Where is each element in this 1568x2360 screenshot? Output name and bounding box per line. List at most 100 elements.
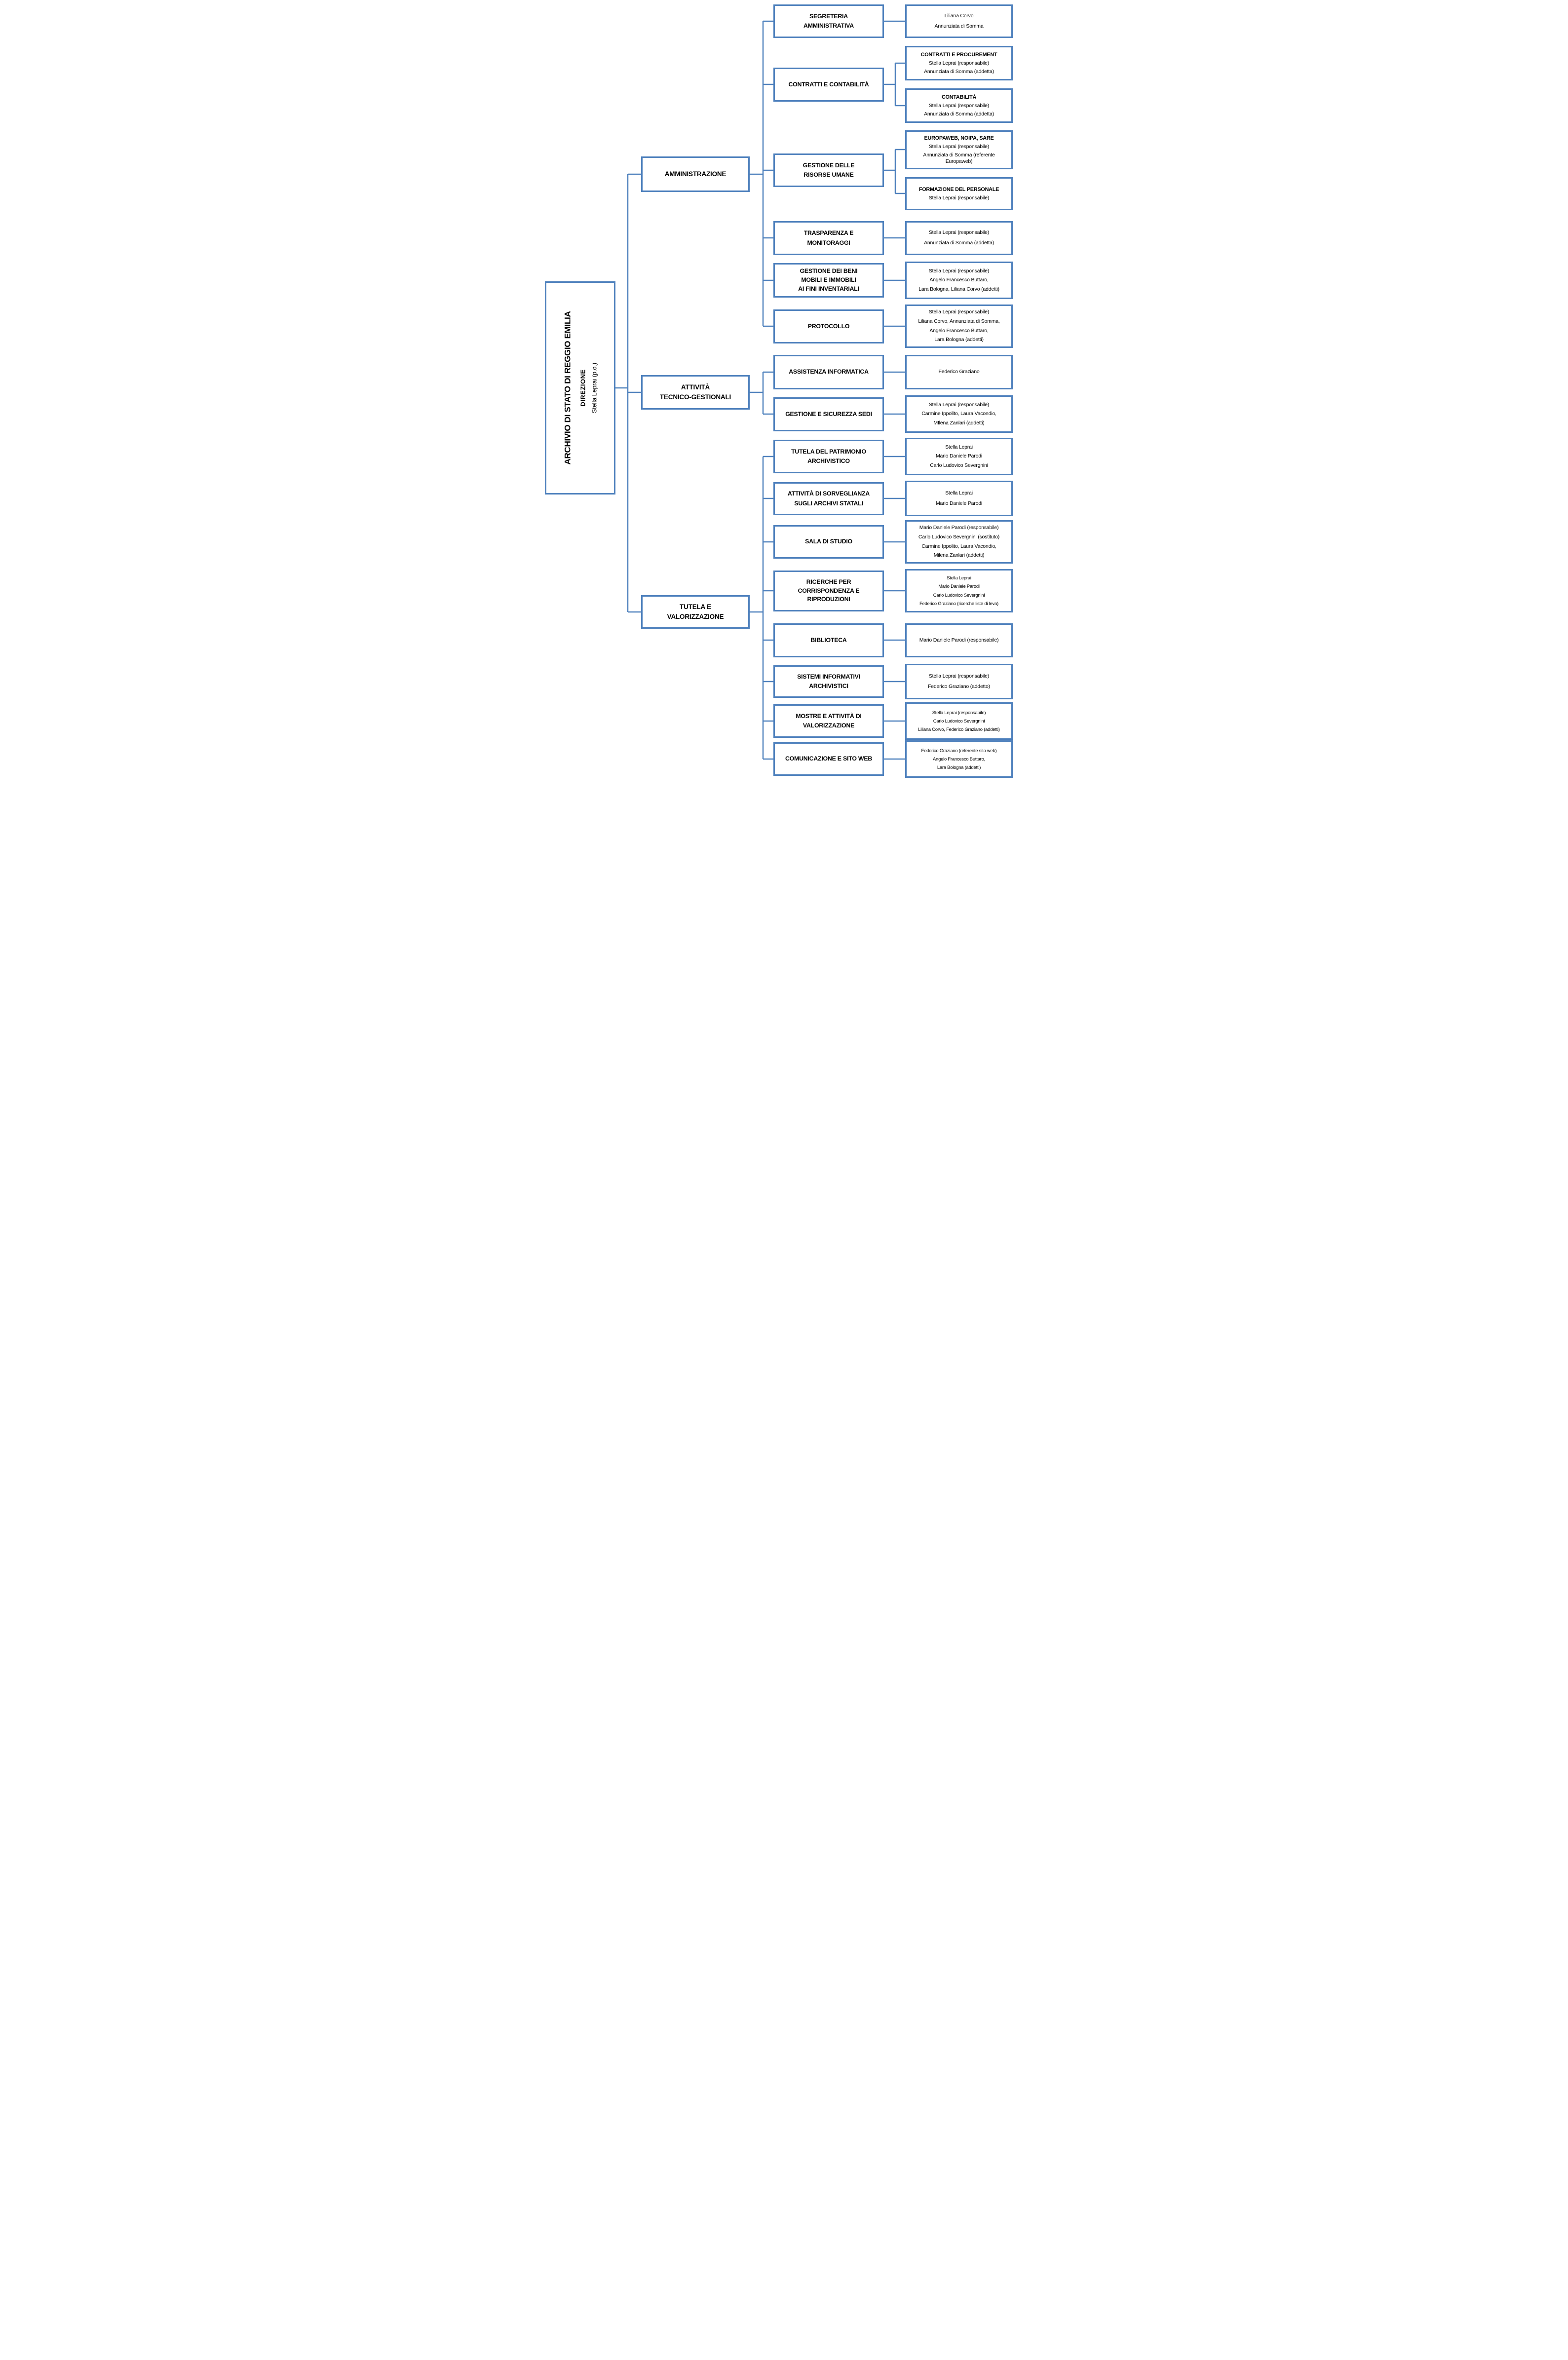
staff-name: Federico Graziano (938, 369, 980, 375)
unit-title: TUTELA DEL PATRIMONIO (791, 448, 866, 455)
staff-name: Mario Daniele Parodi (938, 583, 980, 589)
staff-box-biblioteca: Mario Daniele Parodi (responsabile) (905, 623, 1013, 657)
staff-name: Angelo Francesco Buttaro, (929, 277, 989, 283)
staff-name: Lara Bologna (addetti) (937, 764, 981, 770)
staff-name: Stella Leprai (responsabile) (928, 103, 990, 109)
staff-name: Carlo Ludovico Severgnini (930, 462, 988, 468)
unit-title: SEGRETERIA (809, 12, 848, 20)
unit-box-biblioteca: BIBLIOTECA (773, 623, 884, 657)
staff-name: Liliana Corvo (944, 12, 974, 19)
unit-title: SUGLI ARCHIVI STATALI (794, 499, 863, 507)
sub-unit-title: FORMAZIONE DEL PERSONALE (918, 186, 999, 192)
unit-box-gestione-sicurezza-sedi: GESTIONE E SICUREZZA SEDI (773, 397, 884, 431)
unit-title: SISTEMI INFORMATIVI (797, 673, 860, 680)
staff-name: Carmine Ippolito, Laura Vacondio, (921, 411, 996, 417)
area-title: ATTIVITÀ (681, 383, 710, 391)
staff-name: Stella Leprai (responsabile) (928, 60, 990, 67)
unit-title: MOBILI E IMMOBILI (801, 276, 856, 284)
area-box-attivita-tecnico-gestionali: ATTIVITÀ TECNICO-GESTIONALI (641, 375, 750, 410)
staff-name: Annunziata di Somma (addetta) (924, 240, 994, 246)
area-title: TECNICO-GESTIONALI (659, 393, 731, 401)
staff-name: Federico Graziano (ricerche liste di lev… (919, 600, 998, 606)
staff-name: Carlo Ludovico Severgnini (933, 592, 985, 598)
unit-title: AMMINISTRATIVA (803, 22, 854, 29)
sub-box-contratti-e-procurement: CONTRATTI E PROCUREMENT Stella Leprai (r… (905, 46, 1013, 80)
staff-box-tutela-patrimonio: Stella Leprai Mario Daniele Parodi Carlo… (905, 438, 1013, 475)
staff-box-sicurezza-sedi: Stella Leprai (responsabile) Carmine Ipp… (905, 395, 1013, 433)
unit-box-tutela-patrimonio-archivistico: TUTELA DEL PATRIMONIO ARCHIVISTICO (773, 440, 884, 473)
unit-title: AI FINI INVENTARIALI (798, 285, 859, 292)
unit-box-mostre-valorizzazione: MOSTRE E ATTIVITÀ DI VALORIZZAZIONE (773, 704, 884, 738)
direzione-rotated-content: ARCHIVIO DI STATO DI REGGIO EMILIA DIREZ… (546, 284, 614, 492)
unit-title: ASSISTENZA INFORMATICA (789, 368, 869, 376)
org-chart: ARCHIVIO DI STATO DI REGGIO EMILIA DIREZ… (523, 0, 1045, 787)
unit-box-protocollo: PROTOCOLLO (773, 309, 884, 343)
staff-box-assistenza-informatica: Federico Graziano (905, 355, 1013, 389)
staff-name: Stella Leprai (responsabile) (928, 229, 990, 236)
staff-name: Lara Bologna (addetti) (934, 337, 984, 343)
unit-title: VALORIZZAZIONE (803, 722, 855, 729)
unit-title: GESTIONE DELLE (803, 161, 855, 169)
staff-name: Mario Daniele Parodi (responsabile) (919, 525, 999, 531)
area-title: VALORIZZAZIONE (667, 613, 724, 620)
staff-name: Mario Daniele Parodi (935, 500, 983, 506)
staff-box-sala-di-studio: Mario Daniele Parodi (responsabile) Carl… (905, 520, 1013, 564)
sub-unit-title: CONTRATTI E PROCUREMENT (920, 51, 997, 58)
staff-name: Angelo Francesco Buttaro, (929, 327, 989, 334)
unit-title: ATTIVITÀ DI SORVEGLIANZA (787, 490, 870, 497)
unit-title: COMUNICAZIONE E SITO WEB (785, 755, 872, 762)
staff-box-ricerche: Stella Leprai Mario Daniele Parodi Carlo… (905, 569, 1013, 612)
unit-title: ARCHIVISTICI (809, 683, 848, 689)
staff-name: Mario Daniele Parodi (responsabile) (919, 637, 999, 643)
staff-name: Milena Zanlari (addetti) (933, 552, 985, 559)
unit-title: RICERCHE PER (806, 578, 851, 585)
staff-name: Stella Leprai (945, 490, 973, 496)
org-title: ARCHIVIO DI STATO DI REGGIO EMILIA (563, 311, 572, 465)
unit-box-ricerche-corrispondenza: RICERCHE PER CORRISPONDENZA E RIPRODUZIO… (773, 571, 884, 611)
staff-name: Stella Leprai (945, 444, 973, 450)
unit-title: SALA DI STUDIO (805, 538, 852, 545)
unit-title: CORRISPONDENZA E (798, 587, 860, 594)
sub-box-formazione-del-personale: FORMAZIONE DEL PERSONALE Stella Leprai (… (905, 177, 1013, 210)
staff-name: Stella Leprai (responsabile) (928, 673, 990, 679)
unit-box-segreteria-amministrativa: SEGRETERIA AMMINISTRATIVA (773, 4, 884, 38)
unit-title: GESTIONE E SICUREZZA SEDI (785, 410, 872, 418)
staff-box-segreteria: Liliana Corvo Annunziata di Somma (905, 4, 1013, 38)
staff-name: Annunziata di Somma (referente Europaweb… (923, 152, 995, 165)
staff-name: Carlo Ludovico Severgnini (sostituto) (918, 533, 1000, 540)
unit-title: PROTOCOLLO (807, 322, 850, 330)
staff-name: Annunziata di Somma (934, 23, 984, 29)
staff-name: Federico Graziano (referente sito web) (921, 747, 997, 753)
unit-title: RISORSE UMANE (803, 171, 854, 178)
area-box-amministrazione: AMMINISTRAZIONE (641, 156, 750, 192)
staff-name: Lara Bologna, Liliana Corvo (addetti) (918, 286, 999, 292)
staff-name: Annunziata di Somma (addetta) (924, 111, 994, 117)
staff-name: Stella Leprai (responsabile) (932, 709, 986, 715)
staff-box-mostre: Stella Leprai (responsabile) Carlo Ludov… (905, 702, 1013, 740)
staff-box-trasparenza: Stella Leprai (responsabile) Annunziata … (905, 221, 1013, 255)
unit-title: BIBLIOTECA (810, 636, 847, 644)
staff-name: Mario Daniele Parodi (935, 453, 983, 459)
area-title: AMMINISTRAZIONE (664, 170, 727, 178)
unit-title: MONITORAGGI (807, 239, 850, 246)
unit-box-gestione-beni-inventariali: GESTIONE DEI BENI MOBILI E IMMOBILI AI F… (773, 263, 884, 298)
unit-box-gestione-risorse-umane: GESTIONE DELLE RISORSE UMANE (773, 153, 884, 187)
staff-box-beni-inventariali: Stella Leprai (responsabile) Angelo Fran… (905, 262, 1013, 299)
staff-name: Liliana Corvo, Federico Graziano (addett… (918, 726, 1000, 732)
unit-box-assistenza-informatica: ASSISTENZA INFORMATICA (773, 355, 884, 389)
direzione-head-name: Stella Leprai (p.o.) (591, 362, 598, 414)
staff-box-sistemi-informativi: Stella Leprai (responsabile) Federico Gr… (905, 664, 1013, 699)
area-box-tutela-e-valorizzazione: TUTELA E VALORIZZAZIONE (641, 595, 750, 629)
staff-box-sorveglianza: Stella Leprai Mario Daniele Parodi (905, 481, 1013, 516)
unit-title: RIPRODUZIONI (807, 596, 850, 603)
direzione-box: ARCHIVIO DI STATO DI REGGIO EMILIA DIREZ… (545, 281, 615, 495)
staff-name: Angelo Francesco Buttaro, (933, 756, 985, 761)
unit-box-sistemi-informativi-archivistici: SISTEMI INFORMATIVI ARCHIVISTICI (773, 665, 884, 698)
unit-box-sala-di-studio: SALA DI STUDIO (773, 525, 884, 559)
connector-lines (615, 20, 905, 760)
sub-box-europaweb-noipa-sare: EUROPAWEB, NOIPA, SARE Stella Leprai (re… (905, 130, 1013, 169)
unit-title: GESTIONE DEI BENI (800, 267, 858, 275)
area-title: TUTELA E (680, 603, 711, 610)
unit-title: MOSTRE E ATTIVITÀ DI (796, 712, 862, 720)
staff-name: Annunziata di Somma (addetta) (924, 69, 994, 75)
